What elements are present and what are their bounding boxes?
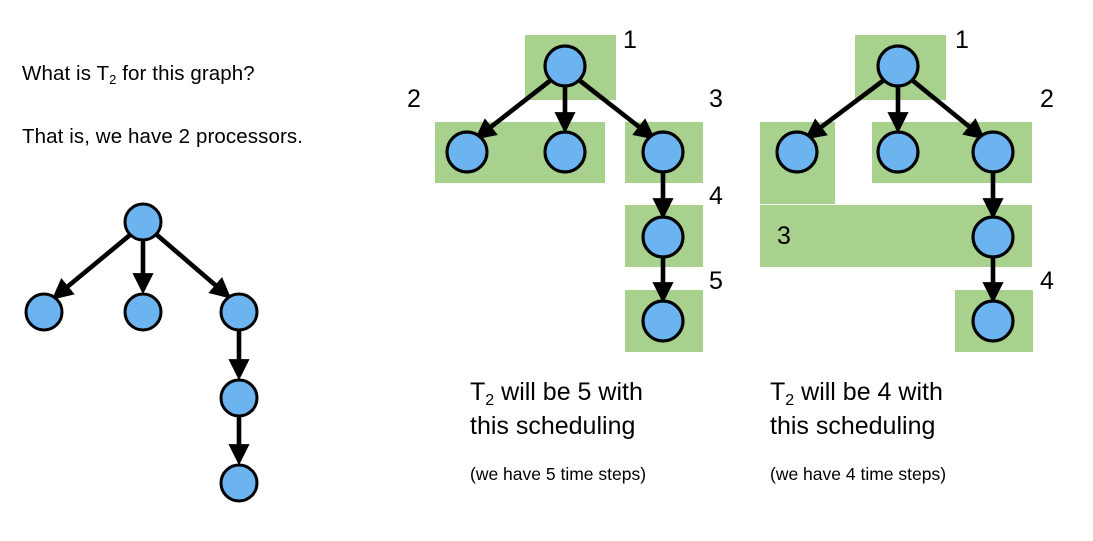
dag-node-6	[219, 463, 259, 503]
schedule-4-slot-3-label: 3	[777, 222, 791, 250]
schedule-5-caption-line-1: T2 will be 5 with	[470, 377, 643, 411]
schedule-5-caption-prefix: T	[470, 378, 486, 406]
schedule-4-caption-line-1: T2 will be 4 with	[770, 377, 943, 411]
question-line-1-prefix: What is T	[22, 62, 110, 85]
schedule-4-caption-note: (we have 4 time steps)	[770, 464, 947, 484]
dag-node-5	[219, 378, 259, 418]
question-line-1: What is T2 for this graph?	[22, 62, 255, 87]
dag-edge-root-to-child1	[51, 233, 132, 300]
dag-node-root	[123, 202, 163, 242]
schedule-5-slot-3-label: 3	[709, 85, 723, 113]
schedule-4-node-child1	[775, 130, 819, 174]
schedule-5-steps	[435, 35, 703, 352]
schedule-5-node-child3	[641, 130, 685, 174]
schedule-5-slot-5-label: 5	[709, 267, 723, 295]
schedule-5-node-child1	[445, 130, 489, 174]
schedule-5-node-root	[543, 44, 587, 88]
schedule-4-node-child2	[876, 130, 920, 174]
schedule-4-slot-1-label: 1	[955, 26, 969, 54]
schedule-4-node-root	[876, 44, 920, 88]
schedule-5-edge-root-to-child3	[577, 78, 656, 140]
dag-node-child1	[24, 292, 64, 332]
schedule-4-node-6	[971, 299, 1015, 343]
schedule-5-node-5	[641, 215, 685, 259]
schedule-4-nodes	[775, 44, 1015, 343]
schedule-5-caption: T2 will be 5 with this scheduling	[470, 377, 643, 441]
schedule-5-slot-4-label: 4	[709, 182, 723, 210]
schedule-4-steps	[760, 35, 1033, 352]
schedule-5-edges	[474, 78, 674, 304]
schedule-4-caption: T2 will be 4 with this scheduling	[770, 377, 943, 441]
dag-edges	[51, 233, 250, 466]
schedule-5-node-child2	[543, 130, 587, 174]
schedule-4-node-5	[971, 215, 1015, 259]
schedule-4-edge-root-to-child1	[804, 78, 886, 140]
schedule-5-caption-line-2: this scheduling	[470, 412, 636, 440]
dag-node-child3	[219, 292, 259, 332]
question-line-2: That is, we have 2 processors.	[22, 125, 304, 148]
schedule-5-slot-1-label: 1	[623, 26, 637, 54]
schedule-5-caption-note: (we have 5 time steps)	[470, 464, 647, 484]
question-line-1-suffix: for this graph?	[116, 62, 255, 85]
schedule-4-caption-subscript: 2	[785, 392, 795, 409]
schedule-5-node-6	[641, 299, 685, 343]
schedule-4-caption-line-2: this scheduling	[770, 412, 936, 440]
schedule-5-slot-2-label: 2	[407, 85, 421, 113]
schedule-5-nodes	[445, 44, 685, 343]
schedule-4-node-child3	[971, 130, 1015, 174]
dag-node-child2	[123, 292, 163, 332]
dag-nodes	[24, 202, 259, 503]
schedule-4-caption-rest: will be 4 with	[794, 378, 943, 406]
schedule-5-caption-subscript: 2	[485, 392, 495, 409]
schedule-4-slot-2-label: 2	[1040, 85, 1054, 113]
schedule-4-caption-prefix: T	[770, 378, 786, 406]
dag-edge-root-to-child3	[155, 233, 232, 299]
question-line-1-subscript: 2	[109, 72, 117, 87]
schedule-5-edge-root-to-child1	[474, 78, 553, 140]
schedule-4-edges	[804, 78, 1004, 304]
schedule-4-slot-4-label: 4	[1040, 267, 1054, 295]
task-dependency-dag	[24, 202, 259, 503]
schedule-4-edge-root-to-child3	[910, 78, 986, 140]
schedule-5-caption-rest: will be 5 with	[494, 378, 643, 406]
